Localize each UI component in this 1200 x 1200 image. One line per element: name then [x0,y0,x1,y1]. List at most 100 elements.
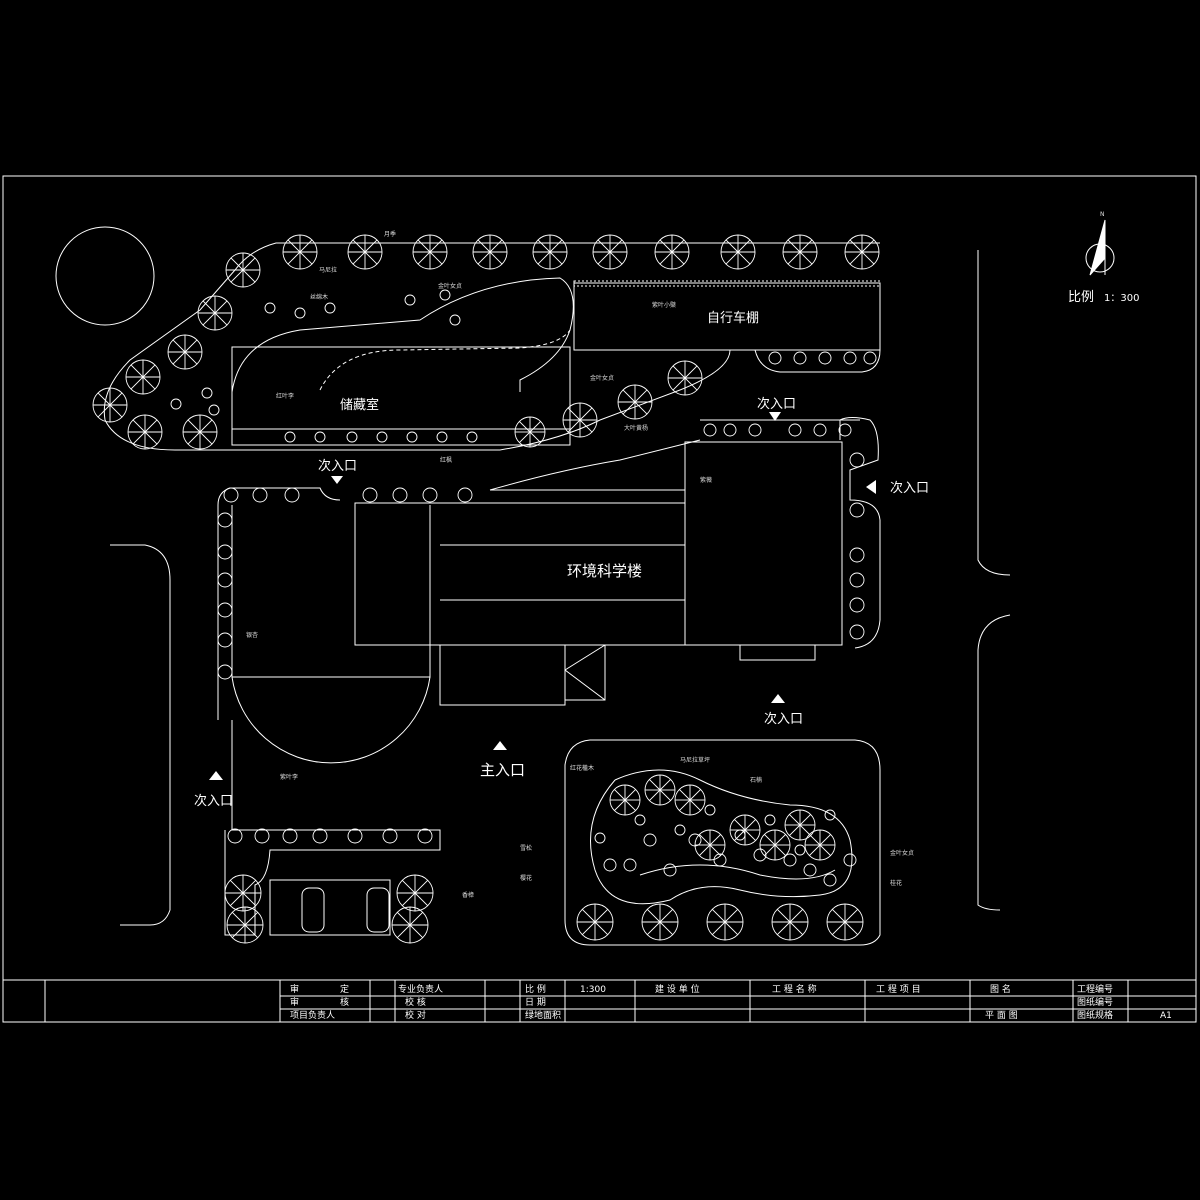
plant-note: 雪松 [520,844,532,852]
tree-symbol [197,295,233,331]
parked-car-1 [301,887,325,933]
east-steps [739,644,816,661]
tb-cell: 核 [340,996,349,1008]
plant-note: 桂花 [890,879,902,887]
plant-note: 红花檵木 [570,764,594,772]
tree-symbol [729,814,761,846]
southeast-garden-outline [564,739,881,946]
plant-note: 银杏 [246,631,258,639]
plant-note: 马尼拉草坪 [680,756,710,764]
tb-cell: 图纸编号 [1077,996,1113,1008]
parking-bay [269,879,391,936]
tree-symbol [844,234,880,270]
tree-symbol [609,784,641,816]
shrub-symbol [764,814,776,826]
plant-note: 樱花 [520,874,532,882]
bike-shed-label: 自行车棚 [707,310,759,326]
shrub-symbol [404,294,416,306]
drawing-frame [2,175,1197,1023]
tb-cell: 图 名 [990,983,1011,995]
shrub-symbol [223,487,239,503]
tb-cell: 项目负责人 [290,1009,335,1021]
plant-note: 月季 [384,230,396,238]
shrub-symbol [603,858,617,872]
tb-cell: 图纸规格 [1077,1009,1113,1021]
west-lawn-outline [217,487,431,720]
shrub-symbol [347,828,363,844]
circular-lawn [231,676,431,764]
shrub-symbol [843,351,857,365]
tree-symbol [514,416,546,448]
plant-note: 红枫 [440,456,452,464]
tree-symbol [347,234,383,270]
shrub-symbol [794,844,806,856]
tree-symbol [784,809,816,841]
shrub-symbol [634,814,646,826]
secondary-entrance-label-nw: 次入口 [318,458,357,474]
garden-bed-outline [590,769,853,905]
shrub-symbol [439,289,451,301]
tb-cell: 比 例 [525,983,546,995]
arrow-west-entrance [209,771,223,780]
tb-cell: 审 [290,996,299,1008]
tb-cell: 专业负责人 [398,983,443,995]
secondary-entrance-label-w: 次入口 [194,793,233,809]
shrub-symbol [282,828,298,844]
tb-cell: 校 核 [405,996,426,1008]
tree-symbol [472,234,508,270]
tree-symbol [804,829,836,861]
tb-cell: 工 程 名 称 [772,983,817,995]
shrub-symbol [803,863,817,877]
science-building-entry [564,644,606,701]
shrub-symbol [417,828,433,844]
storage-building [231,346,571,430]
road-east-south [977,614,1011,911]
shrub-symbol [713,853,727,867]
tree-symbol [532,234,568,270]
shrub-symbol [723,423,737,437]
title-block: 审 定 专业负责人 比 例 1:300 建 设 单 位 工 程 名 称 工 程 … [44,980,1196,1022]
shrub-symbol [436,431,448,443]
plant-note: 石楠 [750,776,762,784]
shrub-symbol [849,624,865,640]
shrub-symbol [843,853,857,867]
tree-symbol [562,402,598,438]
tb-cell: 定 [340,983,349,995]
science-building-south-wing [439,644,566,706]
shrub-symbol [217,572,233,588]
garden-path [639,864,836,880]
arrow-north-east-entrance [769,412,781,421]
road-west [110,544,171,926]
north-arrow-needle [1089,219,1106,276]
tree-symbol [694,829,726,861]
north-letter: N [1100,211,1105,218]
tree-symbol [644,774,676,806]
storage-roof-curve [231,277,574,393]
shrub-symbol [294,307,306,319]
bike-shed-lawn-edge [754,349,881,373]
tree-symbol [720,234,756,270]
tree-symbol [706,903,744,941]
shrub-symbol [674,824,686,836]
shrub-symbol [466,431,478,443]
tree-symbol [182,414,218,450]
shrub-symbol [252,487,268,503]
shrub-symbol [422,487,438,503]
shrub-symbol [838,423,852,437]
shrub-symbol [823,873,837,887]
shrub-symbol [704,804,716,816]
tree-symbol [654,234,690,270]
tree-symbol [592,234,628,270]
shrub-symbol [382,828,398,844]
shrub-symbol [217,632,233,648]
tb-cell: 绿地面积 [525,1009,561,1021]
plant-note: 紫叶李 [280,773,298,781]
secondary-entrance-label-ne: 次入口 [757,396,796,412]
entry-diagonal-2 [564,669,606,701]
shrub-symbol [849,452,865,468]
tree-symbol [391,906,429,944]
tb-cell: 建 设 单 位 [655,983,700,995]
shrub-symbol [170,398,182,410]
shrub-symbol [376,431,388,443]
tree-symbol [412,234,448,270]
